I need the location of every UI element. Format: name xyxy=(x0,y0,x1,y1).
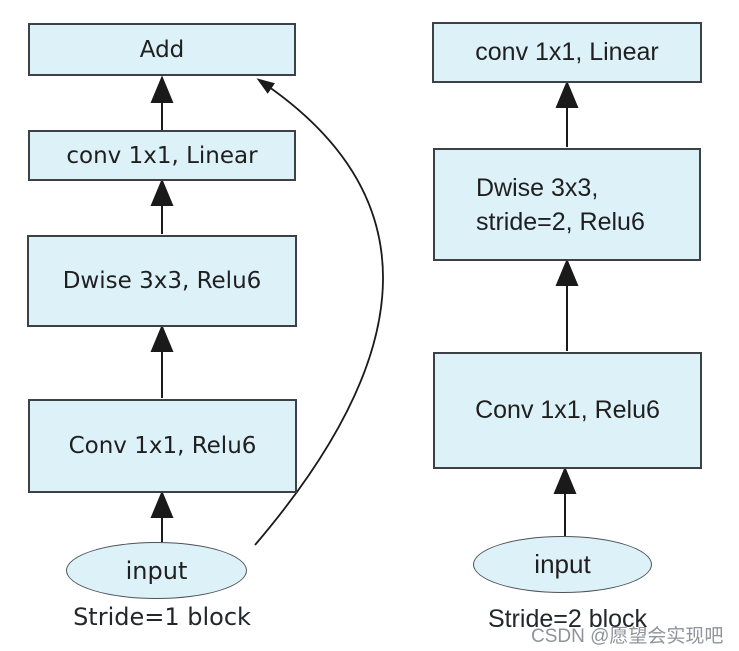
caption-stride2: Stride=2 block xyxy=(487,605,648,633)
add-node-label: Add xyxy=(139,36,185,63)
dwise-stride2-line2: stride=2, Relu6 xyxy=(476,207,645,236)
input-ellipse-right: input xyxy=(473,536,652,593)
dwise-node-left-label: Dwise 3x3, Relu6 xyxy=(62,268,262,294)
dwise-stride2-node-label: Dwise 3x3, stride=2, Relu6 xyxy=(476,171,645,239)
conv-relu-node-left: Conv 1x1, Relu6 xyxy=(28,399,297,493)
conv-relu-node-right-label: Conv 1x1, Relu6 xyxy=(475,396,660,424)
watermark-text: CSDN @愿望会实现吧 xyxy=(531,626,724,647)
edge-conv-relu2-to-dwise2 xyxy=(555,258,579,351)
edge-conv-linear-to-add xyxy=(150,75,174,130)
conv-linear-node-right-label: conv 1x1, Linear xyxy=(475,38,659,66)
edge-input2-to-conv-relu2 xyxy=(553,466,577,536)
dwise-node-left: Dwise 3x3, Relu6 xyxy=(27,235,297,327)
dwise-stride2-line1: Dwise 3x3, xyxy=(476,173,599,202)
conv-linear-node-left: conv 1x1, Linear xyxy=(28,130,296,181)
edge-dwise-to-conv-linear xyxy=(150,178,174,234)
caption-stride1: Stride=1 block xyxy=(73,603,251,631)
conv-relu-node-left-label: Conv 1x1, Relu6 xyxy=(68,433,257,459)
conv-relu-node-right: Conv 1x1, Relu6 xyxy=(433,352,702,469)
edge-conv-relu-to-dwise xyxy=(150,324,174,398)
input-ellipse-left-label: input xyxy=(125,556,188,585)
conv-linear-node-right: conv 1x1, Linear xyxy=(432,22,702,83)
dwise-stride2-node: Dwise 3x3, stride=2, Relu6 xyxy=(433,148,701,261)
edge-input-to-conv-relu xyxy=(150,490,174,542)
input-ellipse-left: input xyxy=(66,542,247,599)
edge-dwise2-to-conv-linear2 xyxy=(555,80,579,147)
add-node: Add xyxy=(28,23,296,76)
conv-linear-node-left-label: conv 1x1, Linear xyxy=(66,142,258,169)
input-ellipse-right-label: input xyxy=(534,549,591,579)
